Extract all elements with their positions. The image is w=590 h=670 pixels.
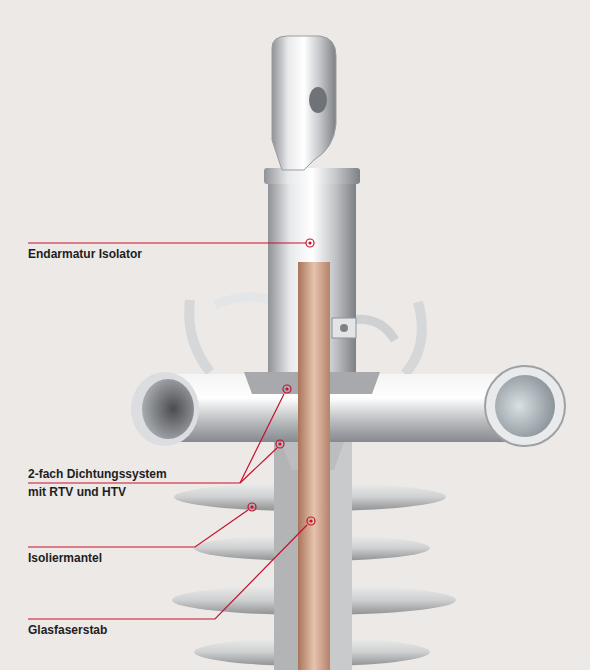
part-label: Isoliermantel [28, 549, 102, 567]
part-label: 2-fach Dichtungssystem mit RTV und HTV [28, 465, 188, 501]
part-label: Endarmatur Isolator [28, 245, 142, 263]
fibreglass-rod [298, 262, 330, 670]
part-label: Glasfaserstab [28, 621, 107, 639]
leader-lines [28, 239, 315, 619]
leader-dots [250, 241, 312, 522]
